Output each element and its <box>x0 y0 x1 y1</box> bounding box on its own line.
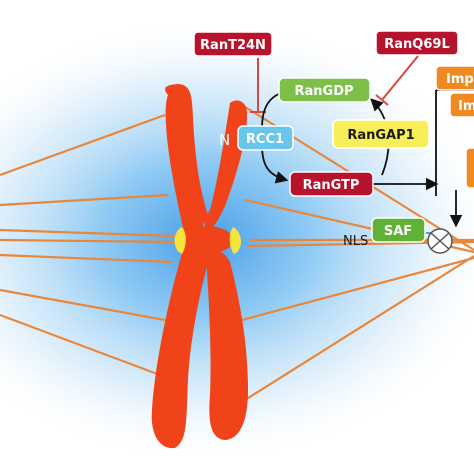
spindle-fiber <box>244 255 474 401</box>
spindle-fiber <box>0 228 176 238</box>
svg-text:RanT24N: RanT24N <box>200 38 266 53</box>
rangap1-box[interactable]: RanGAP1 <box>332 119 430 149</box>
chromosome-center <box>181 226 233 254</box>
svg-text:RanQ69L: RanQ69L <box>384 37 449 52</box>
rcc1-n-terminal-label: N <box>219 131 230 149</box>
kinetochore-right <box>229 227 242 254</box>
svg-text:RCC1: RCC1 <box>246 132 284 147</box>
spindle-fiber <box>0 238 181 244</box>
kinetochore-left <box>174 227 186 254</box>
rangtp-box[interactable]: RanGTP <box>289 171 374 197</box>
svg-text:Imp: Imp <box>446 72 474 87</box>
centrosome-icon <box>427 228 453 254</box>
chromosome-upper-left-arm <box>165 84 208 234</box>
nls-label: NLS <box>343 234 368 249</box>
rangdp-box[interactable]: RanGDP <box>278 77 371 103</box>
saf-box[interactable]: SAF <box>371 217 426 243</box>
importin-complex-box <box>465 147 474 189</box>
ranq69l-box[interactable]: RanQ69L <box>375 30 459 56</box>
spindle-fiber <box>0 113 166 177</box>
importin-alpha-box[interactable]: Imp <box>435 65 474 91</box>
chromosome-lower-left-arm <box>151 244 210 449</box>
chromosome <box>151 84 248 449</box>
rcc1-box[interactable]: RCC1 <box>237 125 294 151</box>
spindle-fiber <box>0 253 173 264</box>
importin-beta-box[interactable]: Im <box>449 92 474 118</box>
svg-text:RanGTP: RanGTP <box>303 178 360 193</box>
spindle-fiber <box>0 313 161 377</box>
rant24n-box[interactable]: RanT24N <box>193 31 273 57</box>
chromosome-upper-right-arm <box>205 100 248 232</box>
svg-text:RanGDP: RanGDP <box>294 84 353 99</box>
spindle-fibers <box>0 104 474 401</box>
spindle-fiber <box>0 193 169 207</box>
chromosome-lower-right-arm <box>206 250 248 440</box>
spindle-fiber <box>241 256 474 322</box>
spindle-fiber <box>0 288 166 322</box>
svg-text:RanGAP1: RanGAP1 <box>347 128 414 143</box>
svg-text:SAF: SAF <box>384 224 412 239</box>
svg-text:Im: Im <box>458 99 474 114</box>
